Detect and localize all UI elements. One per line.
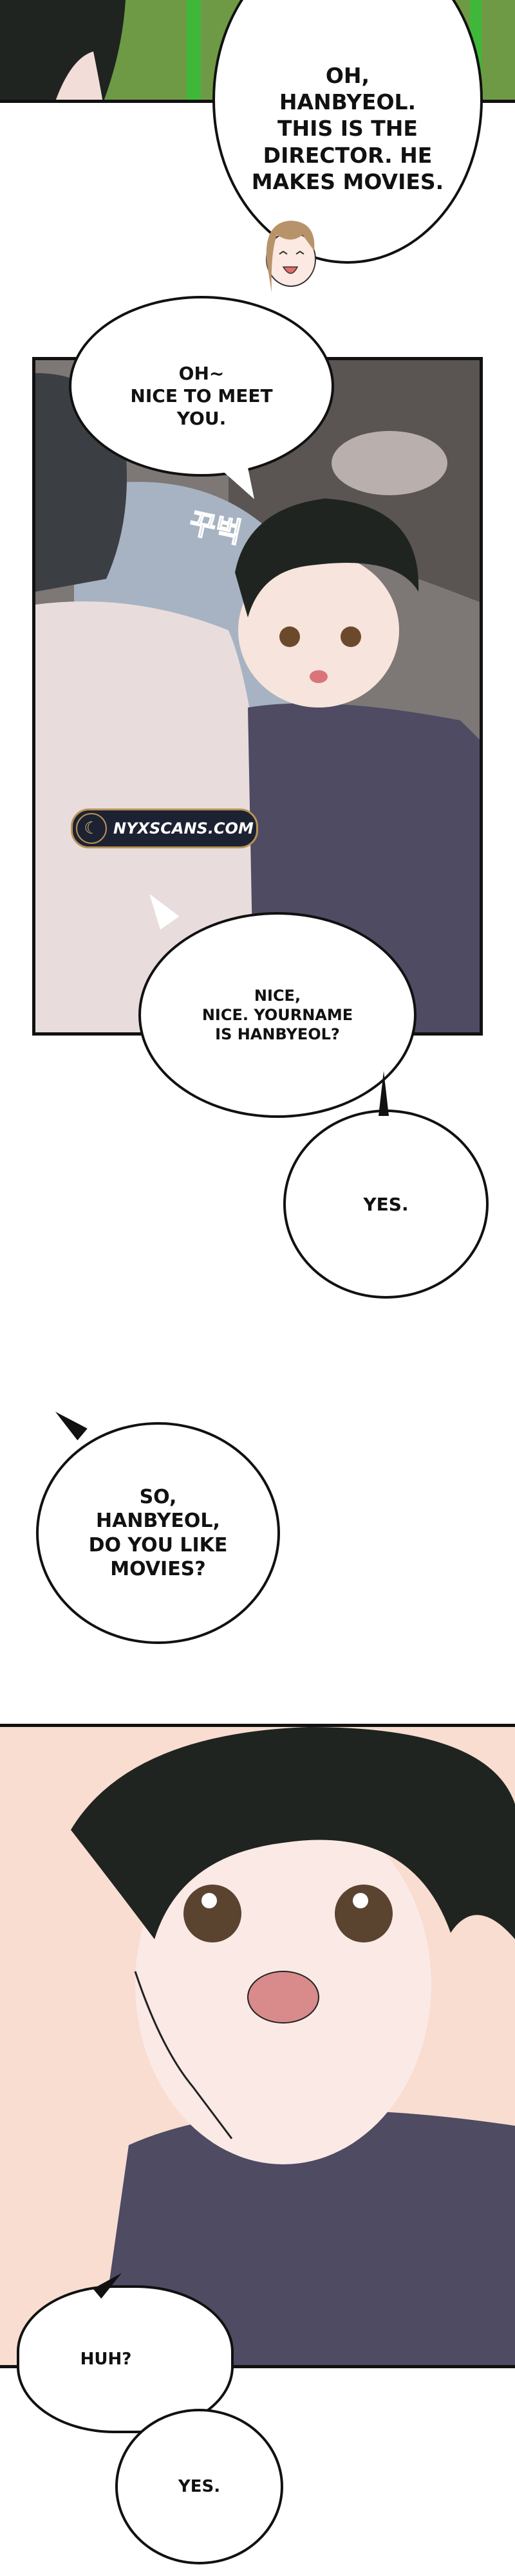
speech-bubble-huh: Huh? bbox=[17, 2285, 234, 2433]
bubble-text: So, Hanbyeol, do you like movies? bbox=[88, 1485, 228, 1581]
speech-bubble-yes-1: Yes. bbox=[283, 1110, 489, 1299]
bubble-text: Oh, Hanbyeol. This is the director. He m… bbox=[251, 62, 444, 194]
watermark-nyxscans: ☾ NYXSCANS.COM bbox=[71, 808, 258, 848]
panel-closeup-art bbox=[0, 1727, 515, 2365]
bubble-tail bbox=[50, 1405, 88, 1441]
bubble-text: Yes. bbox=[178, 2476, 221, 2496]
panel-closeup bbox=[0, 1724, 515, 2368]
bubble-text: Yes. bbox=[363, 1193, 409, 1215]
moon-logo-icon: ☾ bbox=[76, 813, 107, 844]
speech-bubble-director-intro: Oh, Hanbyeol. This is the director. He m… bbox=[212, 0, 483, 264]
bubble-text: Nice, nice. Yourname is Hanbyeol? bbox=[201, 987, 353, 1043]
bubble-tail bbox=[379, 1071, 389, 1116]
chibi-woman-face-icon bbox=[266, 221, 316, 293]
speech-bubble-nice-to-meet: Oh~ Nice to meet you. bbox=[69, 296, 334, 477]
bubble-text: Oh~ Nice to meet you. bbox=[130, 363, 273, 429]
watermark-text: NYXSCANS.COM bbox=[113, 819, 254, 837]
speech-bubble-like-movies: So, Hanbyeol, do you like movies? bbox=[36, 1422, 280, 1644]
bubble-text: Huh? bbox=[80, 2349, 132, 2369]
speech-bubble-nice-name: Nice, nice. Yourname is Hanbyeol? bbox=[138, 912, 417, 1118]
speech-bubble-yes-2: Yes. bbox=[115, 2409, 283, 2564]
